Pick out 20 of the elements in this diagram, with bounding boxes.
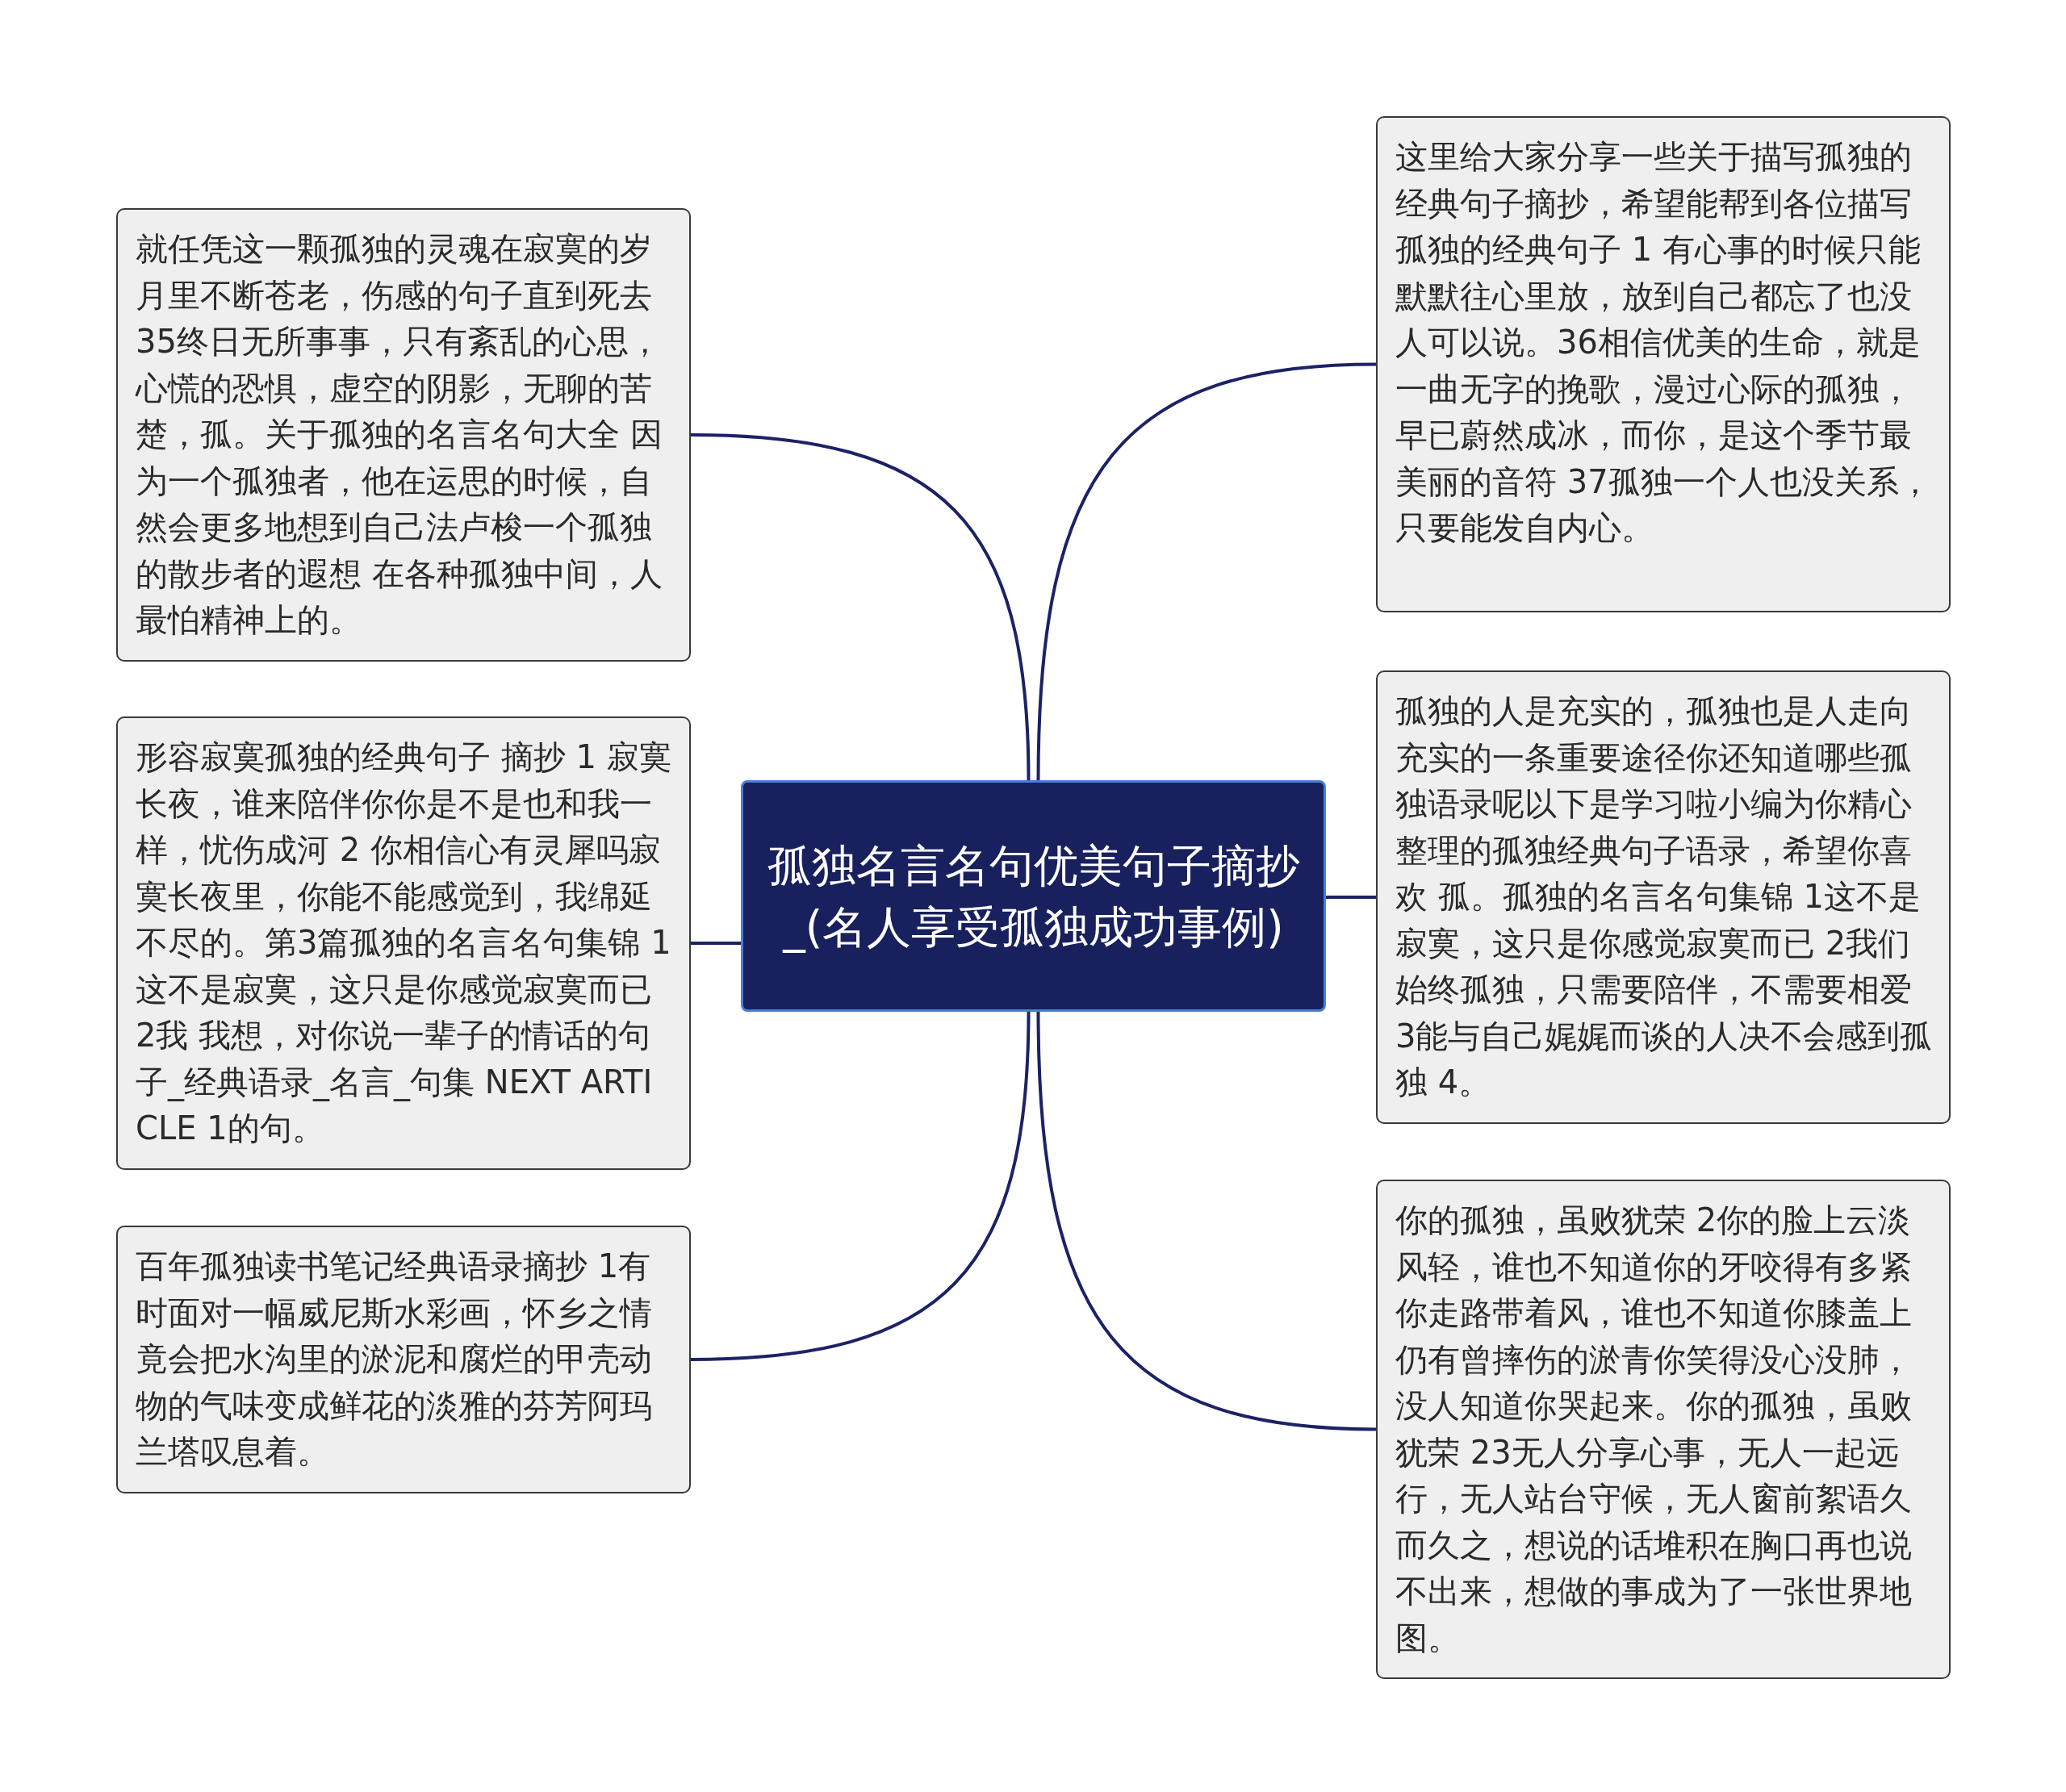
topic-text: 形容寂寞孤独的经典句子 摘抄 1 寂寞长夜，谁来陪伴你你是不是也和我一样，忧伤成河 2 你相信心有灵犀吗寂寞长夜里，你能不能感觉到，我绵延不尽的。第3篇孤独的名言名句集锦 1这不是寂寞，这只是你感觉寂寞而已 2我 我想，对你说一辈子的情话的句子_经典语录_名言_句集 NEXT ARTICLE 1的句。 [136,737,672,1148]
connector-line [690,1011,1031,1361]
topic-text: 百年孤独读书笔记经典语录摘抄 1有时面对一幅威尼斯水彩画，怀乡之情竟会把水沟里的淤泥和腐烂的甲壳动物的气味变成鲜花的淡雅的芬芳阿玛兰塔叹息着。 [136,1247,653,1472]
topic-text: 孤独的人是充实的，孤独也是人走向充实的一条重要途径你还知道哪些孤独语录呢以下是学习啦小编为你精心整理的孤独经典句子语录，希望你喜欢 孤。孤独的名言名句集锦 1这不是寂寞，这只是你感觉寂寞而已 2我们始终孤独，只需要陪伴，不需要相爱 3能与自己娓娓而谈的人决不会感到孤独 4。 [1395,691,1933,1102]
topic-card [116,1226,691,1493]
connector-line [1036,1011,1377,1431]
topic-text: 就任凭这一颗孤独的灵魂在寂寞的岁月里不断苍老，伤感的句子直到死去 35终日无所事事，只有紊乱的心思，心慌的恐惧，虚空的阴影，无聊的苦楚，孤。关于孤独的名言名句大全 因为一个孤独者，他在运思的时候，自然会更多地想到自己法卢梭一个孤独的散步者的遐想 在各种孤独中间，人最怕精神上的。 [136,229,663,640]
topic-card [116,716,691,1170]
topic-text: 你的孤独，虽败犹荣 2你的脸上云淡风轻，谁也不知道你的牙咬得有多紧你走路带着风，谁也不知道你膝盖上仍有曾摔伤的淤青你笑得没心没肺，没人知道你哭起来。你的孤独，虽败犹荣 23无人分享心事，无人一起远行，无人站台守候，无人窗前絮语久而久之，想说的话堆积在胸口再也说不出来，想做的事成为了一张世界地图。 [1395,1201,1913,1658]
topic-card [1376,670,1951,1124]
topic-card [1376,116,1951,612]
topic-text: 这里给大家分享一些关于描写孤独的经典句子摘抄，希望能帮到各位描写孤独的经典句子 1 有心事的时候只能默默往心里放，放到自己都忘了也没人可以说。36相信优美的生命，就是一曲无字的挽歌，漫过心际的孤独，早已蔚然成冰，而你，是这个季节最美丽的音符 37孤独一个人也没关系，只要能发自内心。 [1395,137,1932,548]
topic-card [1376,1180,1951,1679]
topic-card [116,208,691,662]
connector-line [691,942,741,945]
connector-line [1326,896,1376,899]
connector-line [690,433,1031,781]
connector-line [1036,362,1377,781]
central-topic-text: 孤独名言名句优美句子摘抄_(名人享受孤独成功事例) [766,838,1301,954]
central-topic-box [741,780,1326,1012]
